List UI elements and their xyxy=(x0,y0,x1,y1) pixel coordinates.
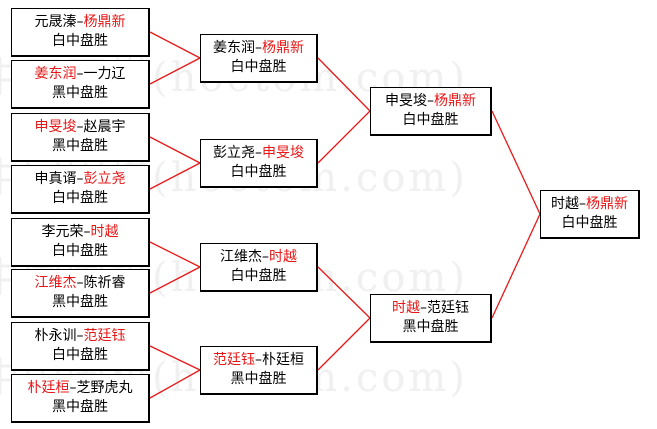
match-box: 申旻埈–杨鼎新 白中盘胜 xyxy=(370,87,492,136)
match-result: 白中盘胜 xyxy=(230,59,287,75)
match-box: 李元荣–时越 白中盘胜 xyxy=(11,218,150,267)
match-players: 江维杰–陈祈睿 xyxy=(34,275,126,291)
player-1: 李元荣 xyxy=(41,224,84,240)
player-2: 朴廷桓 xyxy=(262,352,304,368)
match-players: 江维杰–时越 xyxy=(220,249,297,265)
match-result: 黑中盘胜 xyxy=(52,294,108,310)
match-result: 白中盘胜 xyxy=(230,268,287,284)
match-result: 白中盘胜 xyxy=(561,215,618,231)
connector-line xyxy=(317,317,371,371)
match-result: 白中盘胜 xyxy=(52,33,108,49)
player-1: 朴廷桓 xyxy=(27,380,70,396)
player-1: 朴永训 xyxy=(34,328,77,344)
match-result: 黑中盘胜 xyxy=(52,85,108,101)
connector-line xyxy=(149,57,201,85)
player-1: 申真谞 xyxy=(34,171,77,187)
connector-line xyxy=(149,136,201,164)
match-box: 朴永训–范廷钰 白中盘胜 xyxy=(11,322,150,371)
player-2: 陈祈睿 xyxy=(83,275,126,291)
connector-line xyxy=(149,266,201,294)
match-result: 白中盘胜 xyxy=(52,347,108,363)
match-box: 彭立尧–申旻埈 白中盘胜 xyxy=(200,139,318,188)
player-1: 时越 xyxy=(392,300,420,316)
match-players: 申真谞–彭立尧 xyxy=(34,171,126,187)
player-2: 芝野虎丸 xyxy=(76,380,133,396)
match-box: 元晟溱–杨鼎新 白中盘胜 xyxy=(11,8,150,57)
match-result: 黑中盘胜 xyxy=(52,399,108,415)
player-2: 杨鼎新 xyxy=(586,196,628,212)
match-box: 朴廷桓–芝野虎丸 黑中盘胜 xyxy=(11,374,150,423)
match-result: 黑中盘胜 xyxy=(52,138,108,154)
match-box: 时越–范廷钰 黑中盘胜 xyxy=(370,294,492,343)
player-2: 杨鼎新 xyxy=(434,93,476,109)
connector-line xyxy=(491,213,541,319)
match-players: 李元荣–时越 xyxy=(41,224,119,240)
match-result: 白中盘胜 xyxy=(52,243,108,259)
connector-line xyxy=(317,266,371,319)
player-1: 姜东润 xyxy=(213,40,255,56)
match-players: 朴廷桓–芝野虎丸 xyxy=(27,380,133,396)
match-players: 姜东润–杨鼎新 xyxy=(213,40,304,56)
player-1: 申旻埈 xyxy=(385,93,427,109)
match-box: 姜东润–一力辽 黑中盘胜 xyxy=(11,60,150,109)
player-1: 范廷钰 xyxy=(213,352,255,368)
match-players: 范廷钰–朴廷桓 xyxy=(213,352,304,368)
match-players: 姜东润–一力辽 xyxy=(34,66,126,82)
match-result: 黑中盘胜 xyxy=(230,371,287,387)
match-result: 黑中盘胜 xyxy=(402,319,459,335)
player-2: 范廷钰 xyxy=(83,328,126,344)
player-2: 杨鼎新 xyxy=(83,14,126,30)
match-players: 申旻埈–赵晨宇 xyxy=(34,119,126,135)
player-1: 姜东润 xyxy=(34,66,77,82)
match-box: 申旻埈–赵晨宇 黑中盘胜 xyxy=(11,113,150,162)
player-1: 江维杰 xyxy=(34,275,77,291)
player-2: 时越 xyxy=(90,224,119,240)
match-players: 时越–杨鼎新 xyxy=(551,196,628,212)
player-1: 元晟溱 xyxy=(34,14,77,30)
player-1: 江维杰 xyxy=(220,249,262,265)
match-result: 白中盘胜 xyxy=(402,112,459,128)
match-players: 时越–范廷钰 xyxy=(392,300,469,316)
match-box: 申真谞–彭立尧 白中盘胜 xyxy=(11,165,150,214)
player-2: 时越 xyxy=(269,249,297,265)
match-players: 朴永训–范廷钰 xyxy=(34,328,126,344)
match-result: 白中盘胜 xyxy=(230,164,287,180)
player-1: 彭立尧 xyxy=(213,145,255,161)
connector-line xyxy=(317,57,371,112)
connector-line xyxy=(149,345,201,371)
match-result: 白中盘胜 xyxy=(52,190,108,206)
connector-line xyxy=(149,241,201,268)
player-2: 杨鼎新 xyxy=(262,40,304,56)
player-2: 一力辽 xyxy=(83,66,126,82)
player-1: 时越 xyxy=(551,196,579,212)
connector-line xyxy=(149,369,201,399)
match-box: 江维杰–时越 白中盘胜 xyxy=(200,243,318,292)
connector-line xyxy=(491,110,541,215)
match-players: 彭立尧–申旻埈 xyxy=(213,145,304,161)
match-players: 元晟溱–杨鼎新 xyxy=(34,14,126,30)
match-players: 申旻埈–杨鼎新 xyxy=(385,93,476,109)
player-2: 彭立尧 xyxy=(83,171,126,187)
player-1: 申旻埈 xyxy=(34,119,77,135)
connector-line xyxy=(149,162,201,190)
match-box: 江维杰–陈祈睿 黑中盘胜 xyxy=(11,269,150,318)
player-2: 赵晨宇 xyxy=(83,119,126,135)
match-box: 范廷钰–朴廷桓 黑中盘胜 xyxy=(200,346,318,395)
connector-line xyxy=(317,110,371,164)
connector-line xyxy=(149,31,201,59)
final-match-box: 时越–杨鼎新 白中盘胜 xyxy=(540,190,640,239)
player-2: 范廷钰 xyxy=(427,300,469,316)
player-2: 申旻埈 xyxy=(262,145,304,161)
match-box: 姜东润–杨鼎新 白中盘胜 xyxy=(200,34,318,83)
